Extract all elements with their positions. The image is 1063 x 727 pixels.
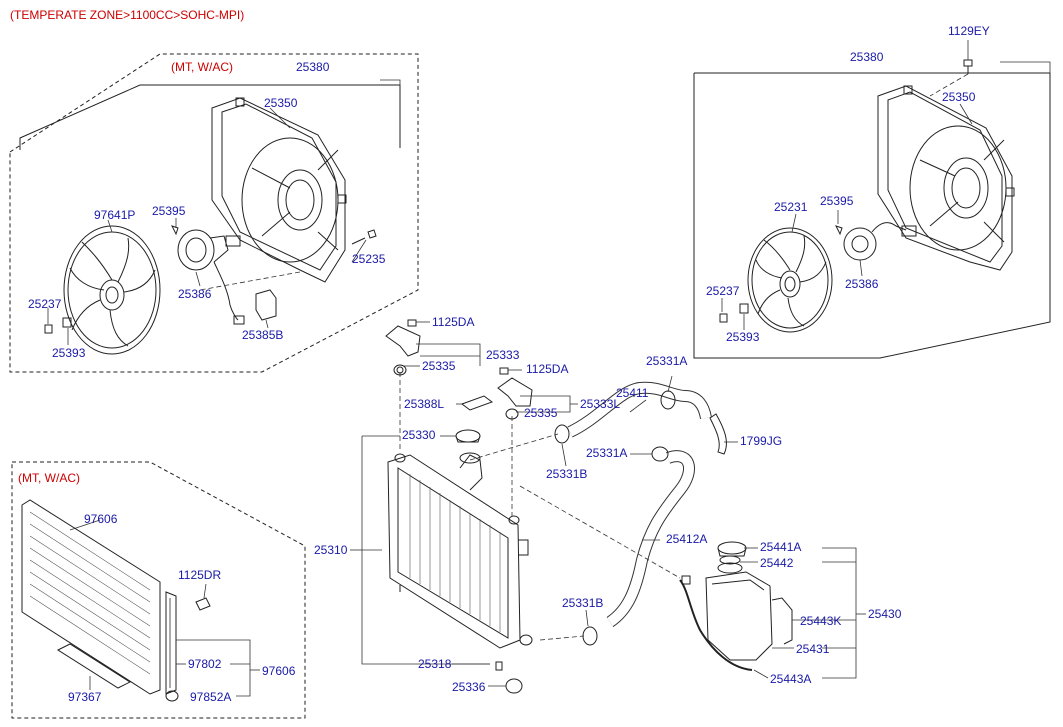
fan-motor-right bbox=[843, 222, 917, 261]
part-label-25350-left[interactable]: 25350 bbox=[264, 96, 298, 110]
part-label-25331b-lower[interactable]: 25331B bbox=[562, 596, 604, 610]
part-label-25310[interactable]: 25310 bbox=[314, 543, 348, 557]
cap-97852a bbox=[165, 690, 179, 702]
part-label-25331a-lower[interactable]: 25331A bbox=[586, 446, 628, 460]
bolt-1125da-upper bbox=[407, 319, 417, 327]
note-mt-wac-bottom: (MT, W/AC) bbox=[18, 471, 80, 485]
hose-clamp-25331b-lower bbox=[582, 626, 598, 646]
part-label-25380-right[interactable]: 25380 bbox=[850, 50, 884, 64]
part-label-25431[interactable]: 25431 bbox=[796, 642, 830, 656]
diagram-header: (TEMPERATE ZONE>1100CC>SOHC-MPI) bbox=[10, 8, 245, 22]
fan-assembly-group-box-left bbox=[9, 53, 419, 373]
part-label-25350-right[interactable]: 25350 bbox=[942, 90, 976, 104]
radiator-cap-25330 bbox=[455, 429, 481, 443]
clip-25393-right bbox=[739, 303, 749, 314]
part-label-25395-left[interactable]: 25395 bbox=[152, 204, 186, 218]
part-label-25235[interactable]: 25235 bbox=[352, 252, 386, 266]
screw-25395-left bbox=[171, 225, 179, 236]
bolt-1125dr bbox=[195, 597, 211, 611]
fan-motor-left bbox=[177, 229, 245, 325]
part-label-25335-lower[interactable]: 25335 bbox=[524, 406, 558, 420]
part-label-25330[interactable]: 25330 bbox=[402, 428, 436, 442]
part-label-25237-right[interactable]: 25237 bbox=[706, 284, 740, 298]
part-label-25331b-upper[interactable]: 25331B bbox=[546, 467, 588, 481]
condenser-97606 bbox=[21, 499, 177, 695]
part-label-25331a-upper[interactable]: 25331A bbox=[646, 354, 688, 368]
radiator-25310 bbox=[387, 452, 533, 649]
part-label-25335-upper[interactable]: 25335 bbox=[422, 359, 456, 373]
fan-blade-right bbox=[747, 227, 833, 333]
bolt-1125da-lower bbox=[499, 367, 509, 375]
seal-97367 bbox=[56, 643, 132, 689]
part-label-97802[interactable]: 97802 bbox=[188, 657, 222, 671]
fan-shroud-left bbox=[211, 97, 347, 283]
part-label-97606-bottom[interactable]: 97606 bbox=[262, 664, 296, 678]
hose-clamp-25331a-lower bbox=[651, 446, 669, 462]
hose-clamp-25331b-upper bbox=[554, 424, 570, 444]
part-label-1799jg[interactable]: 1799JG bbox=[740, 434, 783, 448]
bolt-1129ey bbox=[963, 59, 973, 74]
part-label-25430[interactable]: 25430 bbox=[868, 607, 902, 621]
part-label-25380-left[interactable]: 25380 bbox=[296, 60, 330, 74]
part-label-25336[interactable]: 25336 bbox=[452, 680, 486, 694]
mount-25318 bbox=[495, 661, 503, 671]
screw-25395-right bbox=[835, 225, 843, 236]
part-label-97852a[interactable]: 97852A bbox=[190, 690, 232, 704]
bracket-25388l bbox=[460, 395, 494, 411]
part-label-97367[interactable]: 97367 bbox=[68, 690, 102, 704]
bracket-25333l bbox=[497, 377, 533, 407]
part-label-1125da-upper[interactable]: 1125DA bbox=[432, 315, 475, 329]
part-label-25237-left[interactable]: 25237 bbox=[28, 297, 62, 311]
reservoir-tank-25431 bbox=[705, 562, 793, 661]
part-label-25412a[interactable]: 25412A bbox=[666, 532, 708, 546]
part-label-1125dr[interactable]: 1125DR bbox=[178, 568, 222, 582]
connector-25385b bbox=[255, 289, 277, 321]
part-label-25386-right[interactable]: 25386 bbox=[845, 277, 879, 291]
clip-1799jg bbox=[709, 413, 727, 455]
nut-25237-right bbox=[719, 313, 728, 323]
part-label-1125da-lower[interactable]: 1125DA bbox=[526, 362, 569, 376]
fan-assembly-bracket-left bbox=[19, 84, 401, 150]
note-mt-wac-top: (MT, W/AC) bbox=[171, 60, 233, 74]
bolt-25235 bbox=[351, 229, 377, 245]
part-label-25442[interactable]: 25442 bbox=[760, 556, 794, 570]
bracket-25333 bbox=[385, 325, 421, 357]
part-label-97641p[interactable]: 97641P bbox=[94, 208, 136, 222]
part-label-25411[interactable]: 25411 bbox=[616, 386, 649, 400]
clip-25393-left bbox=[62, 317, 72, 328]
part-label-25388l[interactable]: 25388L bbox=[404, 397, 445, 411]
reservoir-cap-25441a bbox=[717, 541, 747, 555]
fan-assembly-box-right bbox=[693, 72, 1051, 359]
part-label-25393-left[interactable]: 25393 bbox=[52, 346, 86, 360]
part-label-25333[interactable]: 25333 bbox=[486, 348, 520, 362]
seal-25442 bbox=[719, 555, 741, 565]
part-label-25393-right[interactable]: 25393 bbox=[726, 330, 760, 344]
nut-25237-left bbox=[44, 324, 53, 334]
part-label-97606-top[interactable]: 97606 bbox=[84, 512, 118, 526]
insulator-25336 bbox=[505, 678, 523, 694]
part-label-25443a[interactable]: 25443A bbox=[770, 672, 812, 686]
part-label-25231[interactable]: 25231 bbox=[774, 200, 808, 214]
condenser-group-box bbox=[11, 461, 306, 719]
part-label-1129ey[interactable]: 1129EY bbox=[948, 24, 990, 38]
part-label-25443k[interactable]: 25443K bbox=[800, 614, 842, 628]
part-label-25385b[interactable]: 25385B bbox=[242, 328, 284, 342]
part-label-25441a[interactable]: 25441A bbox=[760, 540, 802, 554]
part-label-25395-right[interactable]: 25395 bbox=[820, 194, 854, 208]
hose-25443a bbox=[679, 579, 753, 671]
fan-shroud-right bbox=[877, 85, 1015, 271]
part-label-25333l[interactable]: 25333L bbox=[580, 397, 621, 411]
part-label-25386-left[interactable]: 25386 bbox=[178, 287, 212, 301]
part-label-25318[interactable]: 25318 bbox=[418, 657, 452, 671]
fan-blade-left bbox=[63, 225, 161, 355]
